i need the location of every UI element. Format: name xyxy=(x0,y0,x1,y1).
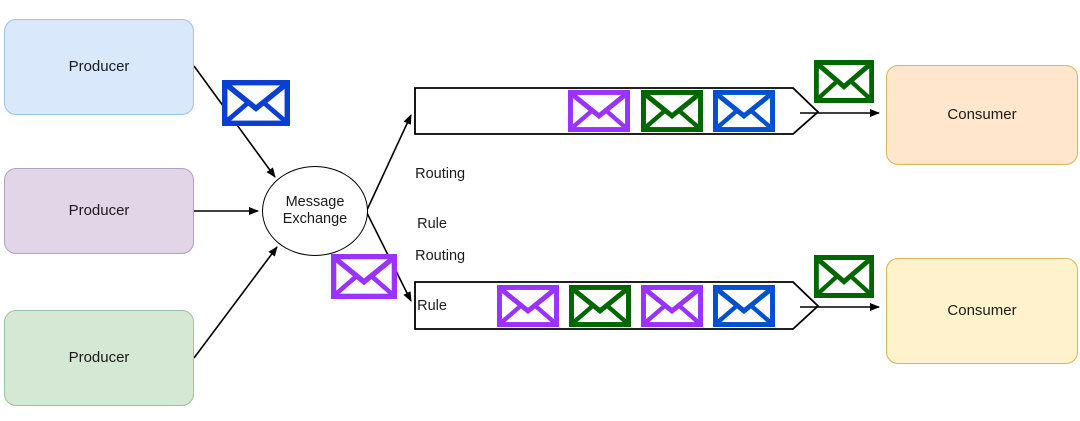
consumer-node-1[interactable]: Consumer xyxy=(886,65,1078,165)
routing-rule-bottom-line1: Routing xyxy=(415,247,466,264)
routing-rule-top-line2: Rule xyxy=(417,215,447,232)
routing-rule-label-bottom: Routing Rule xyxy=(399,231,465,348)
envelope-icon-producer-blue xyxy=(222,80,290,126)
producer-label-1: Producer xyxy=(68,58,130,75)
envelope-icon-queue-top-2 xyxy=(641,90,703,132)
envelope-icon-queue-top-3 xyxy=(713,90,775,132)
producer-node-3[interactable]: Producer xyxy=(4,310,194,406)
message-exchange-node[interactable]: Message Exchange xyxy=(262,166,368,256)
envelope-icon-exchange-purple xyxy=(331,254,397,299)
envelope-icon-delivered-top xyxy=(814,60,874,103)
envelope-icon-queue-top-1 xyxy=(568,90,630,132)
routing-rule-bottom-line2: Rule xyxy=(417,297,447,314)
envelope-icon-queue-bottom-3 xyxy=(641,285,703,327)
producer-label-3: Producer xyxy=(68,349,130,366)
envelope-icon-queue-bottom-2 xyxy=(569,285,631,327)
routing-rule-top-line1: Routing xyxy=(415,165,466,182)
edge-producer3-to-exchange xyxy=(193,246,278,359)
envelope-icon-queue-bottom-4 xyxy=(713,285,775,327)
routing-rule-label-top: Routing Rule xyxy=(399,149,465,266)
consumer-label-1: Consumer xyxy=(947,106,1017,123)
consumer-node-2[interactable]: Consumer xyxy=(886,258,1078,364)
producer-node-2[interactable]: Producer xyxy=(4,168,194,254)
message-exchange-label-line2: Exchange xyxy=(282,211,348,227)
producer-label-2: Producer xyxy=(68,202,130,219)
message-exchange-label-line1: Message xyxy=(285,194,345,211)
consumer-label-2: Consumer xyxy=(947,302,1017,319)
envelope-icon-delivered-bottom xyxy=(814,255,874,298)
producer-node-1[interactable]: Producer xyxy=(4,19,194,115)
envelope-icon-queue-bottom-1 xyxy=(497,285,559,327)
